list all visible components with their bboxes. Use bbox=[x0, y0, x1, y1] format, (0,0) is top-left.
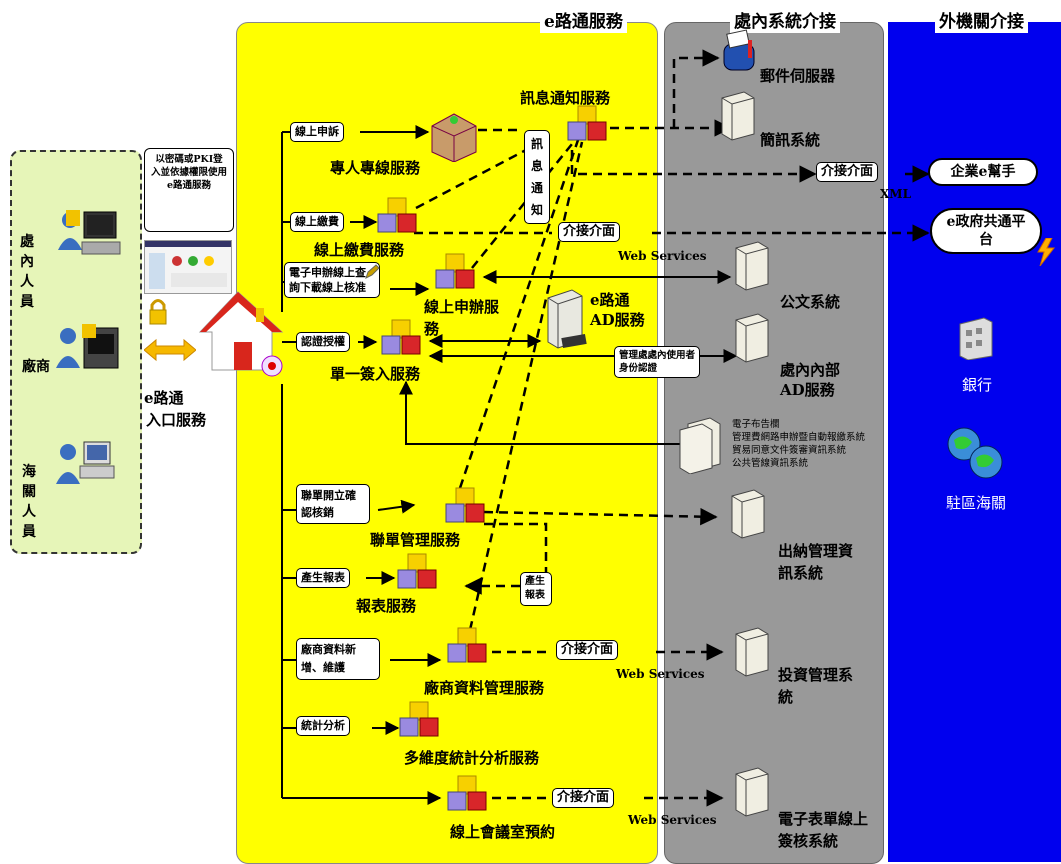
vendor-cube-icon bbox=[446, 626, 490, 674]
exchange-arrow-icon bbox=[144, 336, 196, 364]
portal-house-icon[interactable] bbox=[198, 290, 284, 380]
auth-note: 管理處處內使用者身份認證 bbox=[614, 346, 700, 378]
staff-label: 處內人員 bbox=[20, 232, 40, 312]
ad-server-icon bbox=[542, 288, 590, 352]
cashier-server-icon bbox=[728, 488, 768, 544]
desk-icon bbox=[428, 106, 480, 162]
sys-sms: 簡訊系統 bbox=[760, 130, 820, 150]
interface-eform[interactable]: 介接介面 bbox=[552, 788, 614, 808]
fn-report-gen: 產生報表 bbox=[520, 572, 552, 606]
svc-report: 報表服務 bbox=[356, 596, 416, 616]
ext-egov[interactable]: e政府共通平台 bbox=[930, 208, 1042, 254]
notify-vertical-box: 訊息通知 bbox=[524, 130, 550, 224]
svc-meeting: 線上會議室預約 bbox=[450, 822, 555, 842]
ws-label-1: Web Services bbox=[618, 250, 707, 263]
fn-appeal[interactable]: 線上申訴 bbox=[290, 122, 344, 142]
staff-icon bbox=[56, 206, 122, 262]
misc-item-2: 管理費網路申辦暨自動報繳系統 bbox=[732, 431, 865, 444]
lock-icon bbox=[148, 298, 168, 326]
sso-cube-icon bbox=[380, 318, 424, 366]
sys-cashier: 出納管理資訊系統 bbox=[778, 540, 862, 584]
ws-label-2: Web Services bbox=[616, 668, 705, 681]
multidim-cube-icon bbox=[398, 700, 442, 748]
fn-stats[interactable]: 統計分析 bbox=[296, 716, 350, 736]
eform-server-icon bbox=[732, 766, 772, 822]
xml-label: XML bbox=[880, 188, 911, 201]
pencil-icon bbox=[364, 264, 380, 280]
fn-payment[interactable]: 線上繳費 bbox=[290, 212, 344, 232]
ext-bank: 銀行 bbox=[962, 374, 992, 395]
svc-online-apply: 線上申辦服務 bbox=[424, 296, 508, 340]
ext-ehelper[interactable]: 企業e幫手 bbox=[928, 158, 1038, 186]
sys-eform: 電子表單線上簽核系統 bbox=[778, 808, 878, 852]
svc-payment: 線上繳費服務 bbox=[314, 240, 404, 260]
svc-dedicated: 專人專線服務 bbox=[330, 158, 420, 178]
misc-item-1: 電子布告欄 bbox=[732, 418, 865, 431]
apply-cube-icon bbox=[434, 252, 478, 300]
interface-payment[interactable]: 介接介面 bbox=[558, 222, 620, 242]
misc-item-3: 貿易同意文件簽審資訊系統 bbox=[732, 444, 865, 457]
internal-ad-server-icon bbox=[732, 312, 772, 368]
sys-mail: 郵件伺服器 bbox=[760, 66, 835, 86]
cosign-cube-icon bbox=[444, 486, 488, 534]
meeting-cube-icon bbox=[446, 774, 490, 822]
fn-auth[interactable]: 認證授權 bbox=[296, 332, 350, 352]
fn-vendor-data[interactable]: 廠商資料新增、維護 bbox=[296, 638, 380, 680]
svc-ad: e路通AD服務 bbox=[590, 290, 654, 330]
vendor-label: 廠商 bbox=[22, 358, 50, 376]
svc-sso: 單一簽入服務 bbox=[330, 364, 420, 384]
svc-notify: 訊息通知服務 bbox=[520, 88, 610, 108]
misc-list: 電子布告欄 管理費網路申辦暨自動報繳系統 貿易同意文件簽審資訊系統 公共管線資訊… bbox=[732, 418, 865, 470]
ext-customs-office: 駐區海關 bbox=[946, 492, 1006, 513]
fn-report[interactable]: 產生報表 bbox=[296, 568, 350, 588]
portal-screenshot bbox=[144, 240, 232, 294]
customs-icon bbox=[56, 438, 116, 488]
sys-investment: 投資管理系統 bbox=[778, 664, 862, 708]
svc-vendor: 廠商資料管理服務 bbox=[424, 678, 544, 698]
svc-multidim: 多維度統計分析服務 bbox=[404, 748, 539, 768]
svc-cosign: 聯單管理服務 bbox=[370, 530, 460, 550]
docs-server-icon bbox=[732, 240, 772, 296]
report-cube-icon bbox=[396, 552, 440, 600]
investment-server-icon bbox=[732, 626, 772, 682]
bank-icon bbox=[956, 314, 996, 360]
sys-docs: 公文系統 bbox=[780, 292, 840, 312]
payment-cube-icon bbox=[376, 196, 420, 244]
sms-server-icon bbox=[718, 90, 758, 146]
interface-ehelper[interactable]: 介接介面 bbox=[816, 162, 878, 182]
misc-item-4: 公共管線資訊系統 bbox=[732, 457, 865, 470]
mail-server-icon bbox=[718, 28, 762, 74]
sys-internal-ad: 處內內部AD服務 bbox=[780, 360, 860, 400]
ws-label-3: Web Services bbox=[628, 814, 717, 827]
customs-label: 海關人員 bbox=[22, 462, 42, 542]
globe-icon bbox=[946, 426, 1006, 480]
fn-cosign[interactable]: 聯單開立確認核銷 bbox=[296, 484, 370, 524]
notify-cube-icon bbox=[566, 104, 610, 152]
portal-label-2: 入口服務 bbox=[146, 410, 206, 430]
misc-server-icon bbox=[678, 414, 730, 474]
login-note: 以密碼或PKI登入並依據權限使用e路通服務 bbox=[144, 148, 234, 232]
portal-label-1: e路通 bbox=[144, 388, 184, 408]
vendor-icon bbox=[56, 324, 126, 374]
lightning-icon bbox=[1034, 238, 1056, 266]
interface-investment[interactable]: 介接介面 bbox=[556, 640, 618, 660]
